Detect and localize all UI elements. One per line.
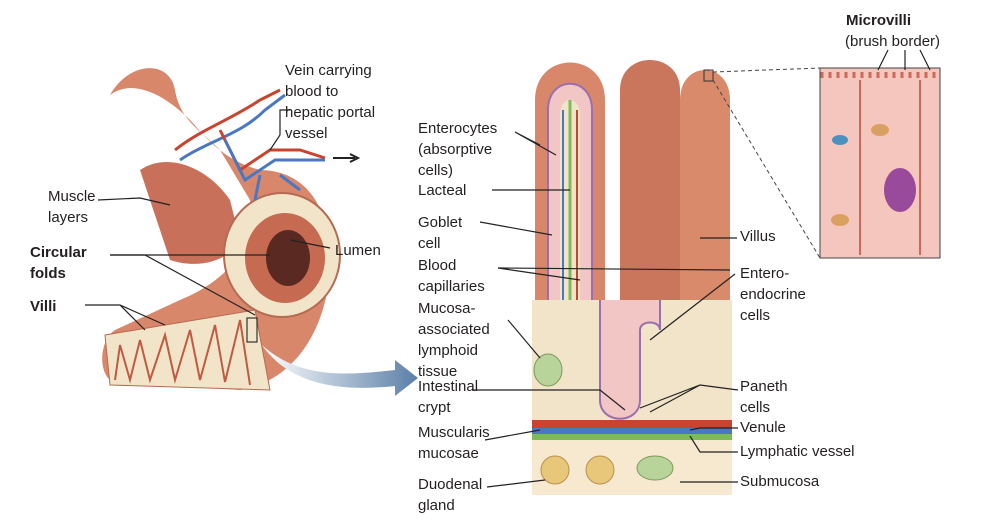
leader-lines [85,49,931,488]
label-muscle-layers: Muscle layers [48,188,96,226]
label-lacteal: Lacteal [418,182,467,199]
microvilli-inset [712,67,941,259]
villi-block [532,60,732,495]
flow-arrow-icon [333,153,361,163]
label-circular-folds: Circular folds [30,244,87,282]
label-lymphatic-vessel: Lymphatic vessel [740,443,855,460]
label-villus: Villus [740,228,776,245]
label-muscularis-mucosae: Muscularis mucosae [418,424,490,462]
label-villi: Villi [30,298,57,315]
label-brush-border: (brush border) [845,33,941,50]
label-enterocytes: Enterocytes (absorptive cells) [418,120,498,179]
label-enteroendocrine: Entero- endocrine cells [740,265,806,324]
label-blood-capillaries: Blood capillaries [418,257,485,295]
label-microvilli: Microvilli [846,12,912,29]
zoom-arrow [262,345,418,396]
label-venule: Venule [740,419,786,436]
label-malt: Mucosa- associated lymphoid tissue [418,300,490,380]
label-duodenal-gland: Duodenal gland [418,476,483,514]
intestine-tube [102,68,341,391]
vein-network [174,88,326,201]
label-intestinal-crypt: Intestinal crypt [418,378,479,416]
label-submucosa: Submucosa [740,473,820,490]
label-paneth-cells: Paneth cells [740,378,788,416]
label-goblet-cell: Goblet cell [418,214,463,252]
label-vein: Vein carrying blood to hepatic portal ve… [285,62,376,142]
label-lumen: Lumen [335,242,381,259]
